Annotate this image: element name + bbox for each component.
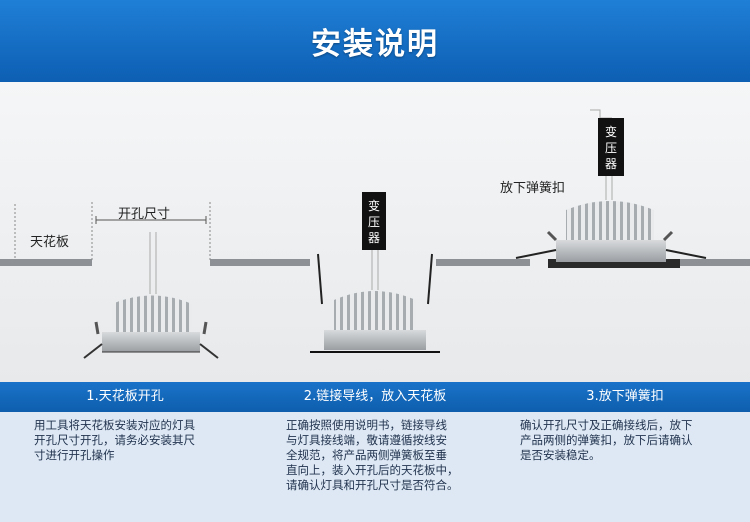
transformer-char-3: 器 — [605, 157, 617, 171]
step-3-description: 确认开孔尺寸及正确接线后，放下 产品两侧的弹簧扣，放下后请确认 是否安装稳定。 — [520, 418, 693, 462]
downlight-step1 — [83, 232, 219, 359]
transformer-char-2: 压 — [368, 215, 380, 229]
hole-size-label: 开孔尺寸 — [118, 207, 170, 222]
step-2-title: 2.链接导线，放入天花板 — [303, 389, 447, 404]
hole-size-bracket — [95, 216, 207, 224]
transformer-char-3: 器 — [368, 231, 380, 245]
ceiling-board-middle — [436, 259, 530, 266]
transformer-char-2: 压 — [605, 141, 617, 155]
ceiling-label: 天花板 — [30, 234, 69, 250]
transformer-char-1: 变 — [605, 124, 617, 139]
hole-size-guides — [14, 202, 211, 260]
step-1-title: 1.天花板开孔 — [86, 389, 164, 404]
installation-diagram: 天花板 开孔尺寸 放下弹簧扣 变 压 器 — [0, 109, 750, 359]
downlight-step3 — [515, 109, 707, 262]
ceiling-board-right — [548, 259, 750, 268]
step-3-title: 3.放下弹簧扣 — [586, 389, 664, 404]
step-1-description: 用工具将天花板安装对应的灯具 开孔尺寸开孔，请务必安装其尺 寸进行开孔操作 — [34, 418, 195, 462]
steps-description-area: 用工具将天花板安装对应的灯具 开孔尺寸开孔，请务必安装其尺 寸进行开孔操作 正确… — [0, 412, 750, 522]
ceiling-board-left — [0, 259, 310, 266]
installation-illustration: 天花板 开孔尺寸 放下弹簧扣 变 压 器 — [0, 82, 750, 382]
header-banner: 安装说明 — [0, 0, 750, 82]
page-title: 安装说明 — [311, 27, 439, 62]
step-2-description: 正确按照使用说明书，链接导线 与灯具接线端，敬请遵循按线安 全规范，将产品两侧弹… — [286, 418, 459, 492]
spring-clip-label: 放下弹簧扣 — [500, 180, 565, 196]
transformer-char-1: 变 — [368, 198, 380, 213]
downlight-step2 — [310, 192, 440, 353]
steps-title-bar: 1.天花板开孔 2.链接导线，放入天花板 3.放下弹簧扣 — [0, 382, 750, 412]
transformer-box-step2: 变 压 器 — [368, 198, 380, 245]
transformer-box-step3: 变 压 器 — [605, 124, 617, 171]
